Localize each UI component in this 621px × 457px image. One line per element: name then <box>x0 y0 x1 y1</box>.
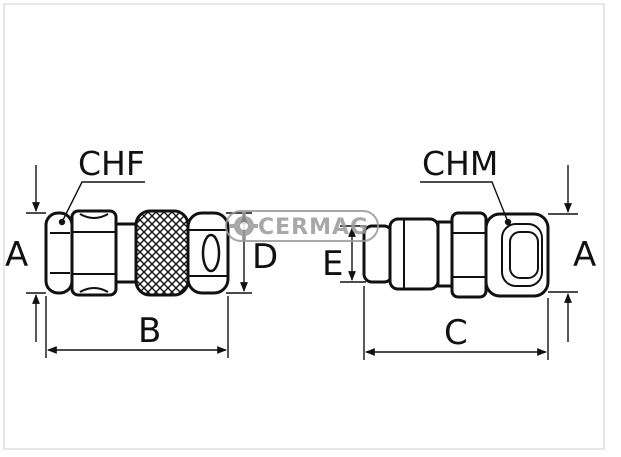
label-dim-b: B <box>138 311 161 351</box>
gear-icon <box>230 212 258 240</box>
dimension-lines <box>26 165 578 360</box>
frame-border <box>3 3 605 450</box>
label-dim-a-right: A <box>573 235 596 275</box>
label-dim-a-left: A <box>5 235 28 275</box>
cermag-watermark: CERMAG <box>225 210 379 242</box>
chf-hex <box>70 209 118 297</box>
chm-shoulder <box>436 220 454 288</box>
chm-leader-line <box>420 181 509 223</box>
label-chm: CHM <box>422 144 498 183</box>
chf-neck <box>114 222 138 284</box>
chm-male-coupling <box>362 211 550 299</box>
chm-hex <box>450 211 488 299</box>
label-dim-d: D <box>252 237 278 277</box>
label-chf: CHF <box>78 144 145 183</box>
chf-bore <box>201 233 221 273</box>
chf-end-nut <box>44 211 74 295</box>
chm-body <box>388 217 440 291</box>
label-dim-c: C <box>444 313 468 353</box>
chf-knurled-sleeve <box>134 209 190 297</box>
chf-leader-line <box>61 181 145 223</box>
chf-female-coupling <box>44 209 230 297</box>
watermark-text: CERMAG <box>258 215 369 240</box>
label-dim-e: E <box>322 244 343 284</box>
